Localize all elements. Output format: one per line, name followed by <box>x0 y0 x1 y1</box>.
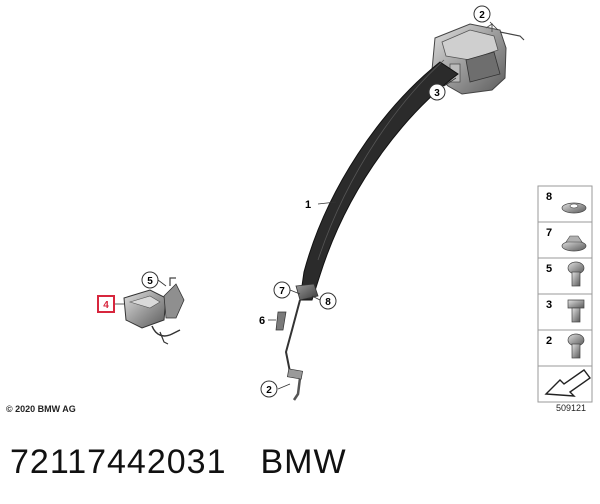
svg-text:5: 5 <box>546 263 552 275</box>
svg-text:8: 8 <box>546 191 552 203</box>
legend-item-2: 2 <box>546 333 585 359</box>
callout-1: 1 <box>305 199 311 211</box>
callout-2-top: 2 <box>473 5 491 23</box>
buckle-unit <box>123 277 185 345</box>
callout-7: 7 <box>273 281 291 299</box>
legend-item-5: 5 <box>546 261 585 287</box>
svg-text:7: 7 <box>546 227 552 239</box>
parts-diagram: 2 3 1 7 8 6 2 5 4 8 <box>97 5 593 403</box>
callout-2-bottom: 2 <box>260 380 278 398</box>
svg-text:2: 2 <box>546 335 552 347</box>
part-number: 72117442031 <box>10 443 227 481</box>
svg-text:8: 8 <box>325 297 331 308</box>
callout-4-highlighted[interactable]: 4 <box>97 295 115 313</box>
svg-text:3: 3 <box>434 88 440 99</box>
brand-name: BMW <box>260 443 347 481</box>
callout-6: 6 <box>259 315 265 327</box>
legend-item-3: 3 <box>546 299 585 323</box>
diagram-number: 509121 <box>556 403 587 413</box>
svg-text:6: 6 <box>259 315 265 327</box>
callout-8: 8 <box>319 292 337 310</box>
svg-text:2: 2 <box>479 10 485 21</box>
legend-arrow-icon <box>544 369 591 397</box>
svg-text:4: 4 <box>103 300 109 311</box>
svg-text:2: 2 <box>266 385 272 396</box>
svg-text:5: 5 <box>147 276 153 287</box>
legend-item-8: 8 <box>546 191 587 214</box>
callout-3: 3 <box>428 83 446 101</box>
hardware-legend: 8 7 5 3 2 <box>537 185 593 403</box>
small-clip-part <box>275 311 287 331</box>
belt-tongue <box>284 283 319 401</box>
svg-text:3: 3 <box>546 299 552 311</box>
leader-lines <box>114 21 499 390</box>
svg-text:1: 1 <box>305 199 311 211</box>
copyright-text: © 2020 BMW AG <box>6 404 76 414</box>
svg-text:7: 7 <box>279 286 285 297</box>
callout-5: 5 <box>141 271 159 289</box>
part-footer: 72117442031 BMW <box>10 443 347 482</box>
legend-item-7: 7 <box>546 227 587 252</box>
